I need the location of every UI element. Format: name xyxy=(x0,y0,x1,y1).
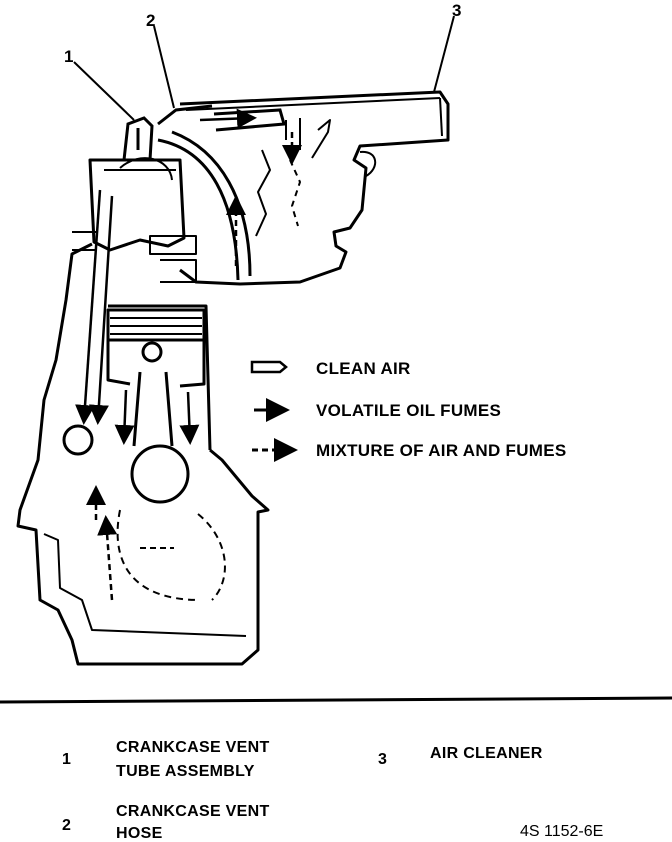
key-item-2-line1: CRANKCASE VENT xyxy=(116,803,270,820)
key-item-3-number: 3 xyxy=(378,751,387,768)
key-item-1-line1: CRANKCASE VENT xyxy=(116,739,270,756)
leader-2 xyxy=(153,25,175,109)
callout-leaders xyxy=(73,15,455,121)
legend-clean-air: CLEAN AIR xyxy=(316,359,411,378)
leader-3 xyxy=(433,15,455,93)
key-item-2-line2: HOSE xyxy=(116,825,163,842)
flow-arrows xyxy=(75,108,302,601)
crankcase-vent-tube xyxy=(122,116,154,161)
key-item-2-number: 2 xyxy=(62,817,71,834)
clean-air-symbol xyxy=(250,360,288,374)
key-item-1-number: 1 xyxy=(62,751,71,768)
legend-volatile-oil-fumes: VOLATILE OIL FUMES xyxy=(316,401,501,420)
callout-3: 3 xyxy=(452,1,461,20)
legend: CLEAN AIR VOLATILE OIL FUMES MIXTURE OF … xyxy=(250,359,567,462)
leader-1 xyxy=(73,61,135,121)
figure-id: 4S 1152-6E xyxy=(520,823,603,840)
air-cleaner xyxy=(179,90,450,286)
key-item-1-line2: TUBE ASSEMBLY xyxy=(116,763,255,780)
engine-block xyxy=(16,242,270,666)
callout-1: 1 xyxy=(64,47,73,66)
separator-line xyxy=(0,696,672,704)
key-item-3-label: AIR CLEANER xyxy=(430,745,543,762)
legend-mixture: MIXTURE OF AIR AND FUMES xyxy=(316,441,567,460)
engine-head xyxy=(72,157,197,283)
parts-key: 1 CRANKCASE VENT TUBE ASSEMBLY 3 AIR CLE… xyxy=(62,739,603,842)
cylinder-piston xyxy=(62,304,212,504)
callout-2: 2 xyxy=(146,11,155,30)
